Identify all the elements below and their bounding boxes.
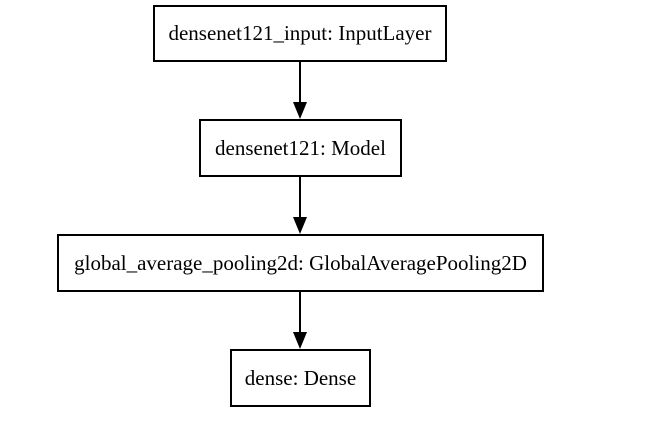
node-label: global_average_pooling2d: GlobalAverageP… bbox=[74, 250, 527, 275]
node-densenet-model: densenet121: Model bbox=[199, 119, 402, 177]
node-input-layer: densenet121_input: InputLayer bbox=[153, 5, 447, 62]
node-label: dense: Dense bbox=[244, 365, 357, 390]
edge-input-to-model bbox=[293, 62, 307, 119]
edge-pooling-to-dense bbox=[293, 292, 307, 349]
node-label: densenet121_input: InputLayer bbox=[168, 21, 432, 45]
node-global-average-pooling: global_average_pooling2d: GlobalAverageP… bbox=[57, 234, 544, 292]
node-dense: dense: Dense bbox=[230, 349, 371, 407]
edge-model-to-pooling bbox=[293, 177, 307, 234]
node-label: densenet121: Model bbox=[215, 135, 386, 160]
